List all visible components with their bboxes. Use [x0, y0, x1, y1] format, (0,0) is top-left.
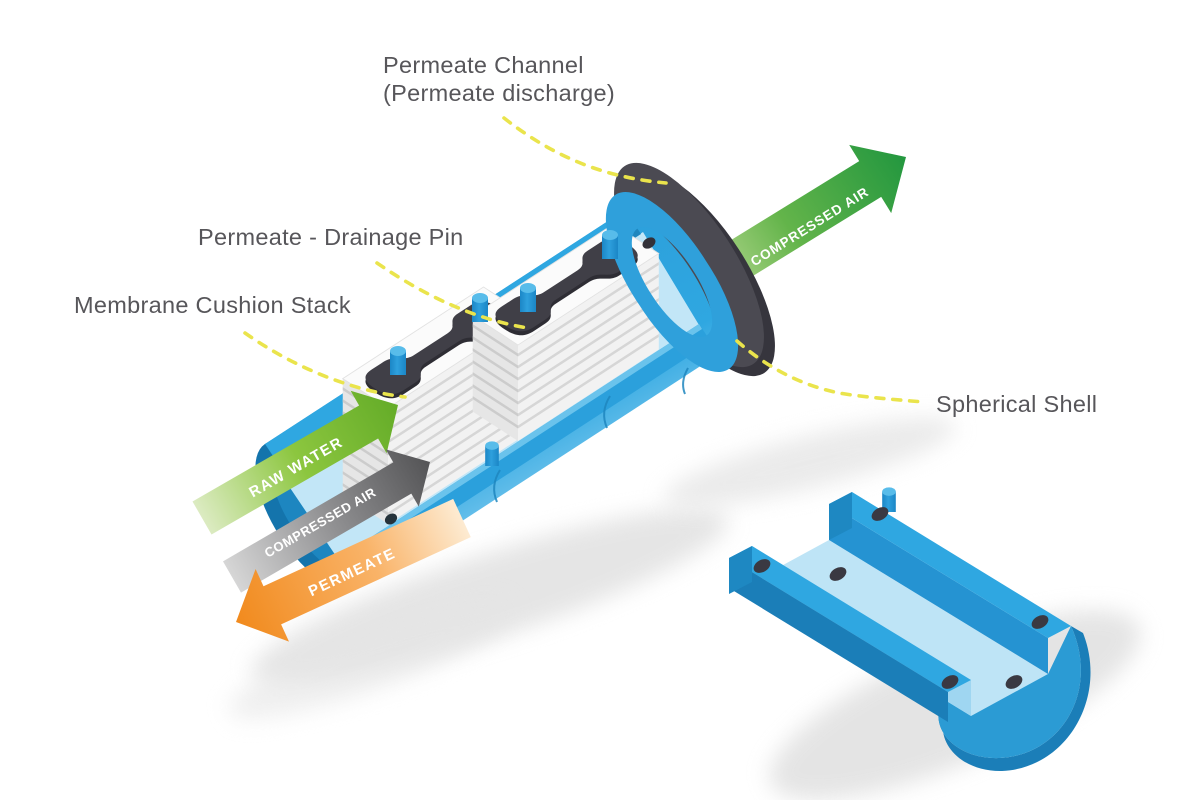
bolt-hole — [642, 237, 656, 249]
drainage-pin-label: Permeate - Drainage Pin — [198, 224, 464, 250]
bolt-hole — [1031, 615, 1049, 629]
leader-drainage-pin — [375, 261, 530, 330]
bolt-hole — [384, 513, 398, 525]
shell-half-left-rail — [729, 546, 971, 692]
spherical-shell-half — [729, 487, 1091, 772]
shell-seams — [493, 367, 689, 503]
bolt-hole — [829, 567, 847, 581]
stack-b-front-face — [518, 253, 659, 441]
bolt-hole — [871, 507, 889, 521]
shell-ring-face — [605, 192, 739, 372]
compressed-air-in-arrow — [223, 449, 430, 593]
shell-half-floor — [752, 540, 1048, 716]
leader-spherical-shell — [735, 339, 926, 404]
near-ledge-highlight — [339, 324, 702, 563]
shell-half-end-cap — [729, 546, 752, 594]
shell-half-right-inner-wall — [829, 504, 1048, 674]
part-labels: Permeate Channel (Permeate discharge) Pe… — [74, 52, 1097, 417]
leader-lines — [243, 116, 926, 404]
bolt-hole — [753, 559, 771, 573]
leader-membrane-stack — [243, 331, 407, 399]
stack-b-left-face — [472, 315, 518, 441]
drainage-pin — [520, 283, 536, 312]
membrane-stack-label: Membrane Cushion Stack — [74, 292, 351, 318]
permeate-channel-label: Permeate Channel — [383, 52, 584, 78]
raw-water-arrow — [192, 390, 398, 535]
disc-shadow — [664, 417, 956, 507]
shell-half-bolt-holes — [753, 507, 1049, 689]
spherical-shell-label: Spherical Shell — [936, 391, 1097, 417]
bolt-hole — [1005, 675, 1023, 689]
leader-permeate-channel — [502, 116, 668, 185]
shell-half-right-rail — [829, 492, 1071, 638]
bolt-hole — [941, 675, 959, 689]
drainage-pin — [390, 346, 406, 375]
drainage-pin — [602, 230, 618, 259]
arrow-shadow — [228, 601, 512, 719]
shell-half-left-outer-wall — [729, 558, 948, 722]
shell-half-end-cap — [829, 492, 852, 540]
permeate-arrow — [236, 498, 471, 642]
drainage-pin — [485, 441, 499, 466]
permeate-channel-sublabel: (Permeate discharge) — [383, 80, 615, 106]
